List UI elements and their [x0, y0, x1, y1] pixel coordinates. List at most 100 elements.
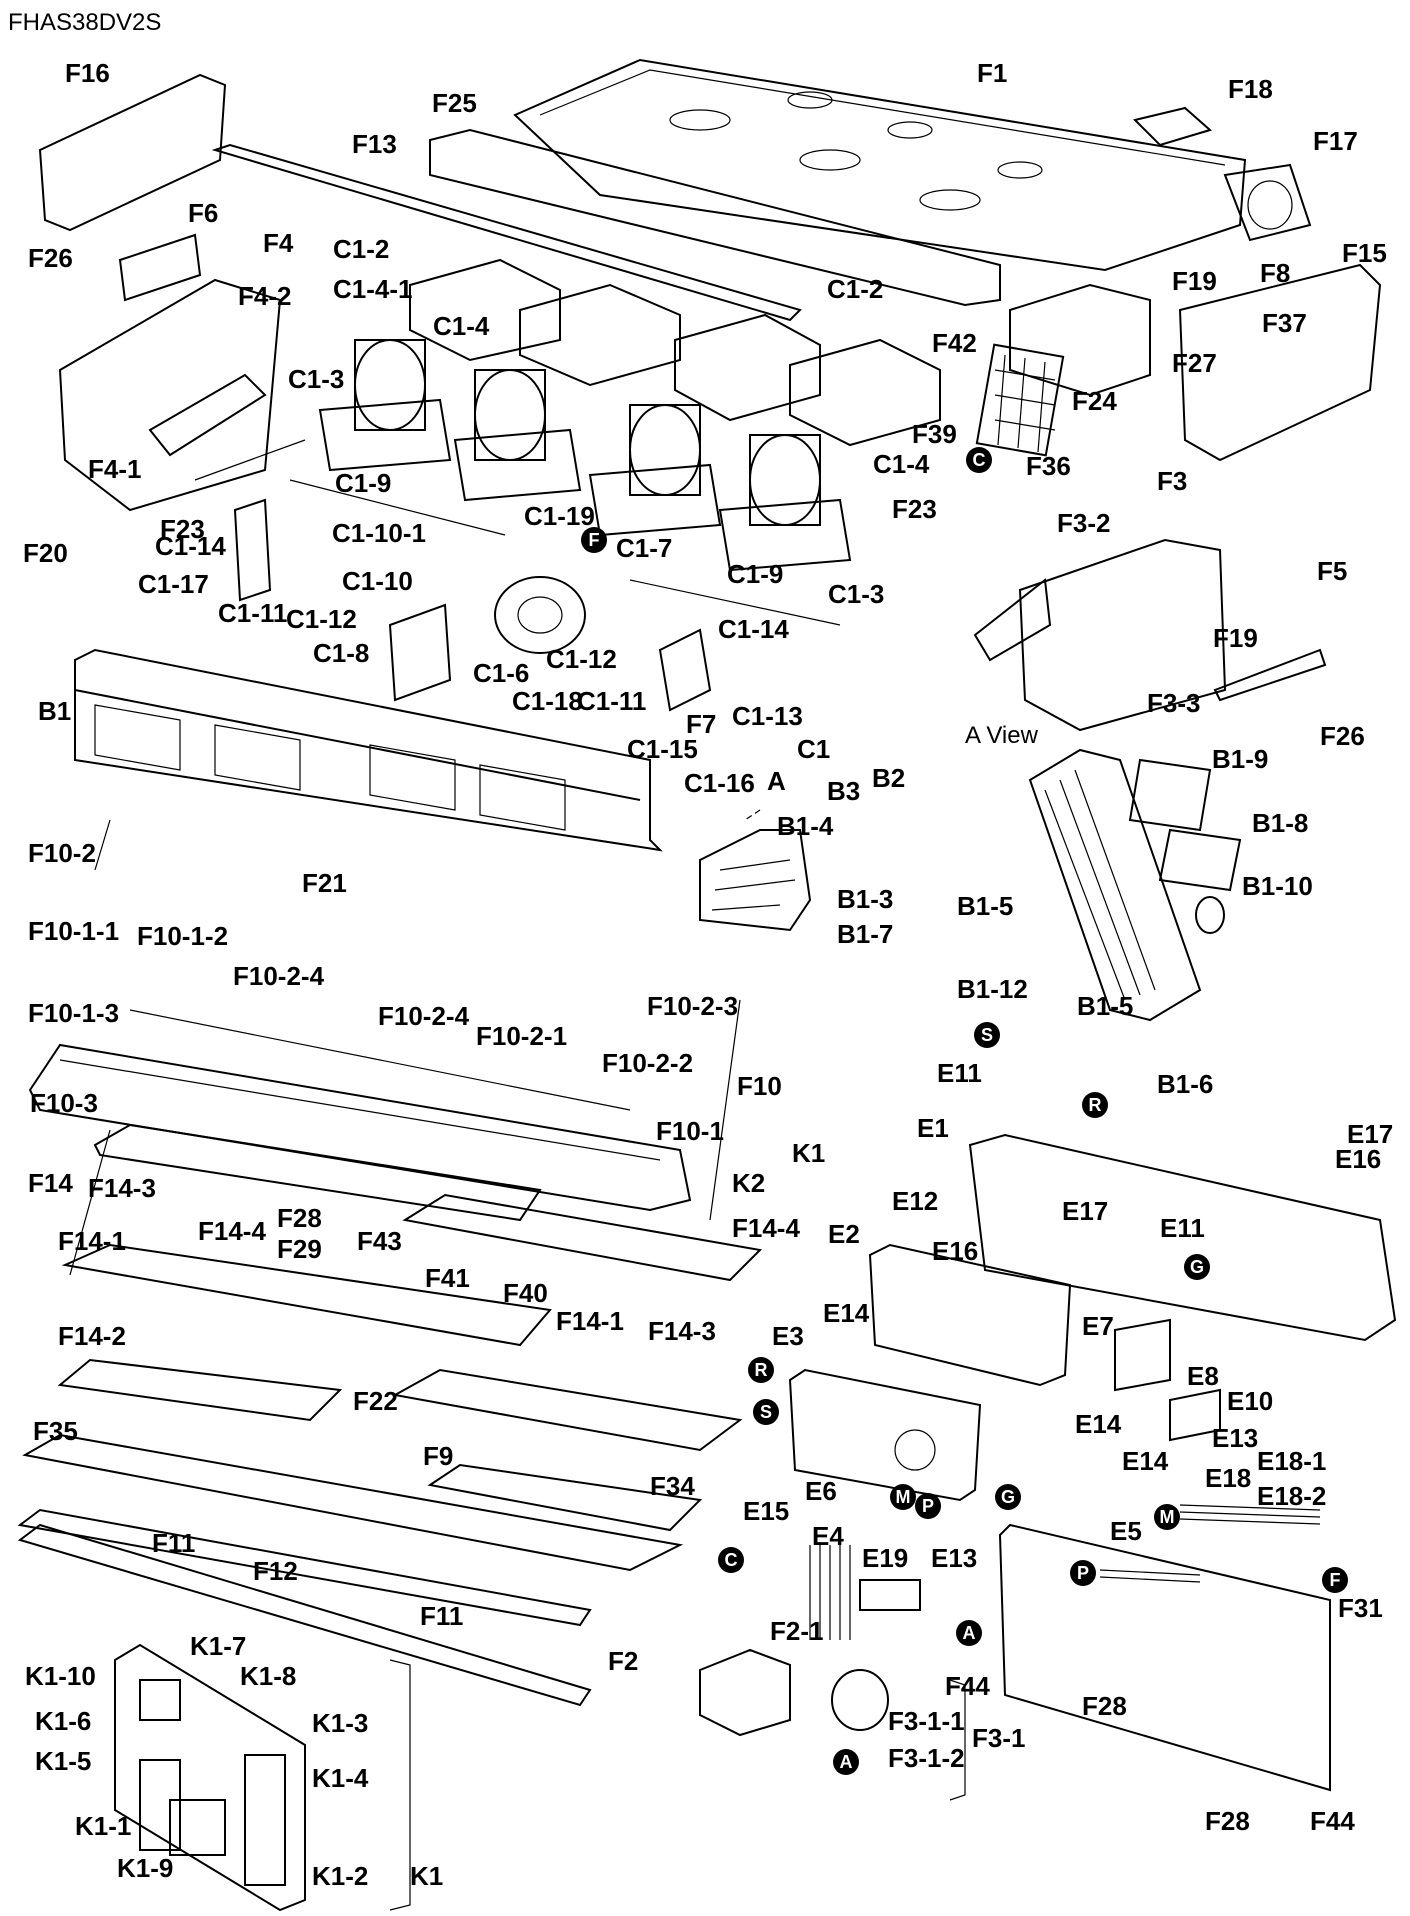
label-f24: F24: [1072, 386, 1117, 416]
label-f4-2: F4-2: [238, 281, 291, 311]
marker-f-top: F: [581, 527, 607, 553]
label-c1-16: C1-16: [684, 768, 755, 798]
label-f11-right: F11: [420, 1601, 463, 1631]
label-e18-1: E18-1: [1257, 1446, 1326, 1476]
label-f2-1: F2-1: [770, 1616, 823, 1646]
label-f34: F34: [650, 1471, 695, 1501]
label-f10-2-4-left: F10-2-4: [233, 961, 325, 991]
label-k1-3: K1-3: [312, 1708, 368, 1738]
svg-text:G: G: [1190, 1257, 1204, 1277]
label-f44-right: F44: [1310, 1806, 1355, 1836]
label-f28-center: F28: [277, 1203, 322, 1233]
label-c1-19: C1-19: [524, 501, 595, 531]
label-k1-2: K1-2: [312, 1861, 368, 1891]
label-b1-8: B1-8: [1252, 808, 1308, 838]
label-e17-mid: E17: [1062, 1196, 1108, 1226]
label-c1-9-left: C1-9: [335, 468, 391, 498]
label-f3-1-1: F3-1-1: [888, 1706, 965, 1736]
label-c1-11-left: C1-11: [218, 598, 287, 628]
label-f1: F1: [977, 58, 1007, 88]
label-f8: F8: [1260, 258, 1290, 288]
label-f10-1: F10-1: [656, 1116, 724, 1146]
label-f15: F15: [1342, 238, 1387, 268]
svg-text:M: M: [896, 1487, 911, 1507]
label-f10-1-3: F10-1-3: [28, 998, 119, 1028]
label-b1-10: B1-10: [1242, 871, 1313, 901]
svg-text:C: C: [725, 1550, 738, 1570]
label-f10-1-2: F10-1-2: [137, 921, 228, 951]
label-f39: F39: [912, 419, 957, 449]
label-f10-2-1: F10-2-1: [476, 1021, 567, 1051]
label-c1-9-right: C1-9: [727, 559, 783, 589]
label-b3: B3: [827, 776, 860, 806]
part-labels: F16 F25 F1 F18 F17 F13 F15 F6 F4 C1-2 C1…: [23, 58, 1393, 1891]
label-f14-2: F14-2: [58, 1321, 126, 1351]
label-b1-3: B1-3: [837, 884, 893, 914]
marker-p-e5: P: [1070, 1560, 1096, 1586]
label-f14-4-left: F14-4: [198, 1216, 266, 1246]
reference-markers: F C S R G R S M P G C M F P A A: [581, 447, 1348, 1775]
label-f41: F41: [425, 1263, 470, 1293]
label-e11-mid: E11: [1160, 1213, 1205, 1243]
label-f29: F29: [277, 1234, 322, 1264]
label-f14-1-left: F14-1: [58, 1226, 126, 1256]
label-c1-4-bottom: C1-4: [873, 449, 930, 479]
label-b1: B1: [38, 696, 71, 726]
label-c1-10-1: C1-10-1: [332, 518, 426, 548]
label-k1-top: K1: [792, 1138, 825, 1168]
label-c1-14-left: C1-14: [155, 531, 226, 561]
label-e3: E3: [772, 1321, 804, 1351]
label-f14-1-right: F14-1: [556, 1306, 624, 1336]
label-c1-11-right: C1-11: [577, 686, 646, 716]
label-f44-left: F44: [945, 1671, 990, 1701]
svg-text:A: A: [963, 1623, 976, 1643]
label-b1-9: B1-9: [1212, 744, 1268, 774]
label-b1-5-bottom: B1-5: [1077, 991, 1133, 1021]
label-f3: F3: [1157, 466, 1187, 496]
label-k1-bottom: K1: [410, 1861, 443, 1891]
svg-text:R: R: [755, 1360, 768, 1380]
label-b1-6: B1-6: [1157, 1069, 1213, 1099]
label-c1: C1: [797, 734, 830, 764]
label-k1-4: K1-4: [312, 1763, 369, 1793]
label-f5: F5: [1317, 556, 1347, 586]
marker-m-e18: M: [1154, 1504, 1180, 1530]
label-f4-1: F4-1: [88, 454, 141, 484]
label-f10-2: F10-2: [28, 838, 96, 868]
label-c1-10: C1-10: [342, 566, 413, 596]
label-f11-left: F11: [152, 1528, 195, 1558]
marker-c-top: C: [966, 447, 992, 473]
svg-text:R: R: [1089, 1095, 1102, 1115]
label-f14-3-bottom: F14-3: [648, 1316, 716, 1346]
label-f37: F37: [1262, 308, 1307, 338]
label-c1-4-top: C1-4: [433, 311, 490, 341]
svg-text:C: C: [973, 450, 986, 470]
label-f9: F9: [423, 1441, 453, 1471]
label-f22: F22: [353, 1386, 398, 1416]
label-f26-left: F26: [28, 243, 73, 273]
label-b1-7: B1-7: [837, 919, 893, 949]
part-drawings: [17, 58, 1397, 1912]
svg-text:S: S: [760, 1402, 772, 1422]
label-f12: F12: [253, 1556, 298, 1586]
label-e14-mid: E14: [1075, 1409, 1122, 1439]
label-c1-7: C1-7: [616, 533, 672, 563]
label-b2: B2: [872, 763, 905, 793]
label-e2: E2: [828, 1219, 860, 1249]
marker-m-pcb: M: [890, 1484, 916, 1510]
label-e10: E10: [1227, 1386, 1273, 1416]
label-c1-3-top: C1-3: [288, 364, 344, 394]
label-k1-8: K1-8: [240, 1661, 296, 1691]
label-e19: E19: [862, 1543, 908, 1573]
label-e5: E5: [1110, 1516, 1142, 1546]
label-f3-1: F3-1: [972, 1723, 1025, 1753]
label-f7: F7: [686, 709, 716, 739]
label-k1-6: K1-6: [35, 1706, 91, 1736]
label-c1-13: C1-13: [732, 701, 803, 731]
label-b1-5-top: B1-5: [957, 891, 1013, 921]
label-e1: E1: [917, 1113, 949, 1143]
label-f2: F2: [608, 1646, 638, 1676]
label-k1-5: K1-5: [35, 1746, 91, 1776]
